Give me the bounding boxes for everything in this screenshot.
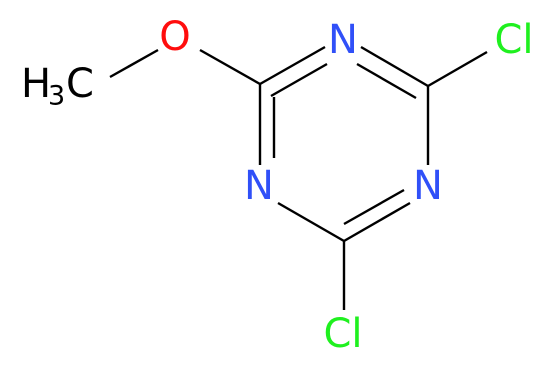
bond-n-top-c2	[360, 45, 429, 88]
atom-nitrogen-top: N	[328, 17, 358, 63]
bond-oxygen-methyl	[109, 48, 159, 79]
atom-chlorine-bottom: Cl	[323, 311, 362, 357]
bond-n-right-c3	[343, 201, 411, 243]
bond-n-right-c3-inner	[343, 188, 405, 226]
atom-nitrogen-left: N	[244, 163, 274, 209]
bond-c1-n-top-inner	[270, 62, 328, 98]
methyl-carbon: C	[66, 61, 94, 107]
bond-c2-cl-top	[427, 50, 488, 88]
atom-chlorine-top: Cl	[494, 17, 533, 63]
bond-n-top-c2-inner	[356, 62, 417, 100]
methyl-group: H 3 C	[21, 61, 94, 112]
atom-oxygen: O	[159, 14, 190, 60]
atoms: N N N O Cl Cl H 3 C	[21, 14, 534, 357]
bond-c1-oxygen	[199, 48, 261, 86]
bond-c1-n-top	[259, 45, 326, 86]
atom-nitrogen-right: N	[413, 163, 443, 209]
bonds	[109, 45, 488, 310]
methyl-hydrogen: H	[21, 61, 51, 107]
methyl-subscript: 3	[48, 81, 65, 112]
bond-c3-n-left	[277, 201, 345, 243]
